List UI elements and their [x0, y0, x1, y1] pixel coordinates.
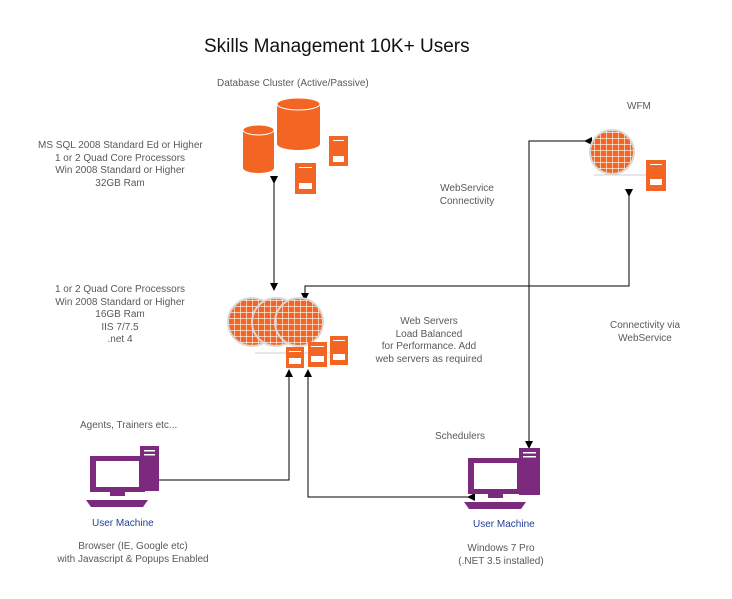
server-box-icon — [308, 342, 327, 367]
computer-icon — [86, 446, 159, 507]
server-box-icon — [330, 336, 348, 365]
wfm-label: WFM — [627, 101, 651, 112]
connectivity-via-label: Connectivity via WebService — [609, 320, 681, 344]
database-specs: MS SQL 2008 Standard Ed or Higher 1 or 2… — [38, 140, 203, 189]
server-box-icon — [295, 163, 316, 194]
database-cylinder-icon — [276, 97, 321, 150]
database-cluster-label: Database Cluster (Active/Passive) — [217, 78, 369, 89]
webserver-description: Web Servers Load Balanced for Performanc… — [375, 316, 483, 365]
server-box-icon — [646, 160, 666, 191]
wfm-web-connector — [301, 189, 633, 301]
scheduler-machine-notes: Windows 7 Pro (.NET 3.5 installed) — [458, 543, 544, 567]
server-box-icon — [329, 136, 348, 166]
agent-machine-notes: Browser (IE, Google etc) with Javascript… — [57, 541, 209, 565]
database-cylinder-icon — [242, 124, 275, 174]
webserver-specs: 1 or 2 Quad Core Processors Win 2008 Sta… — [54, 284, 186, 345]
wfm-scheduler-connector — [525, 137, 592, 449]
scheduler-machine-label: User Machine — [473, 519, 535, 530]
schedulers-label: Schedulers — [435, 431, 486, 442]
server-box-icon — [286, 347, 304, 368]
web-servers — [227, 297, 348, 368]
scheduler-web-connector — [304, 369, 475, 501]
diagram-title: Skills Management 10K+ Users — [204, 36, 470, 57]
database-cluster — [242, 97, 348, 194]
wfm-server — [589, 129, 666, 191]
webservice-connectivity-label: WebService Connectivity — [439, 183, 495, 207]
globe-icon — [589, 129, 635, 175]
agents-web-connector — [151, 369, 293, 484]
computer-icon — [464, 448, 540, 509]
agent-machine-label: User Machine — [92, 518, 154, 529]
connectors — [151, 137, 633, 501]
globe-icon — [274, 297, 324, 347]
agents-label: Agents, Trainers etc... — [80, 420, 178, 431]
